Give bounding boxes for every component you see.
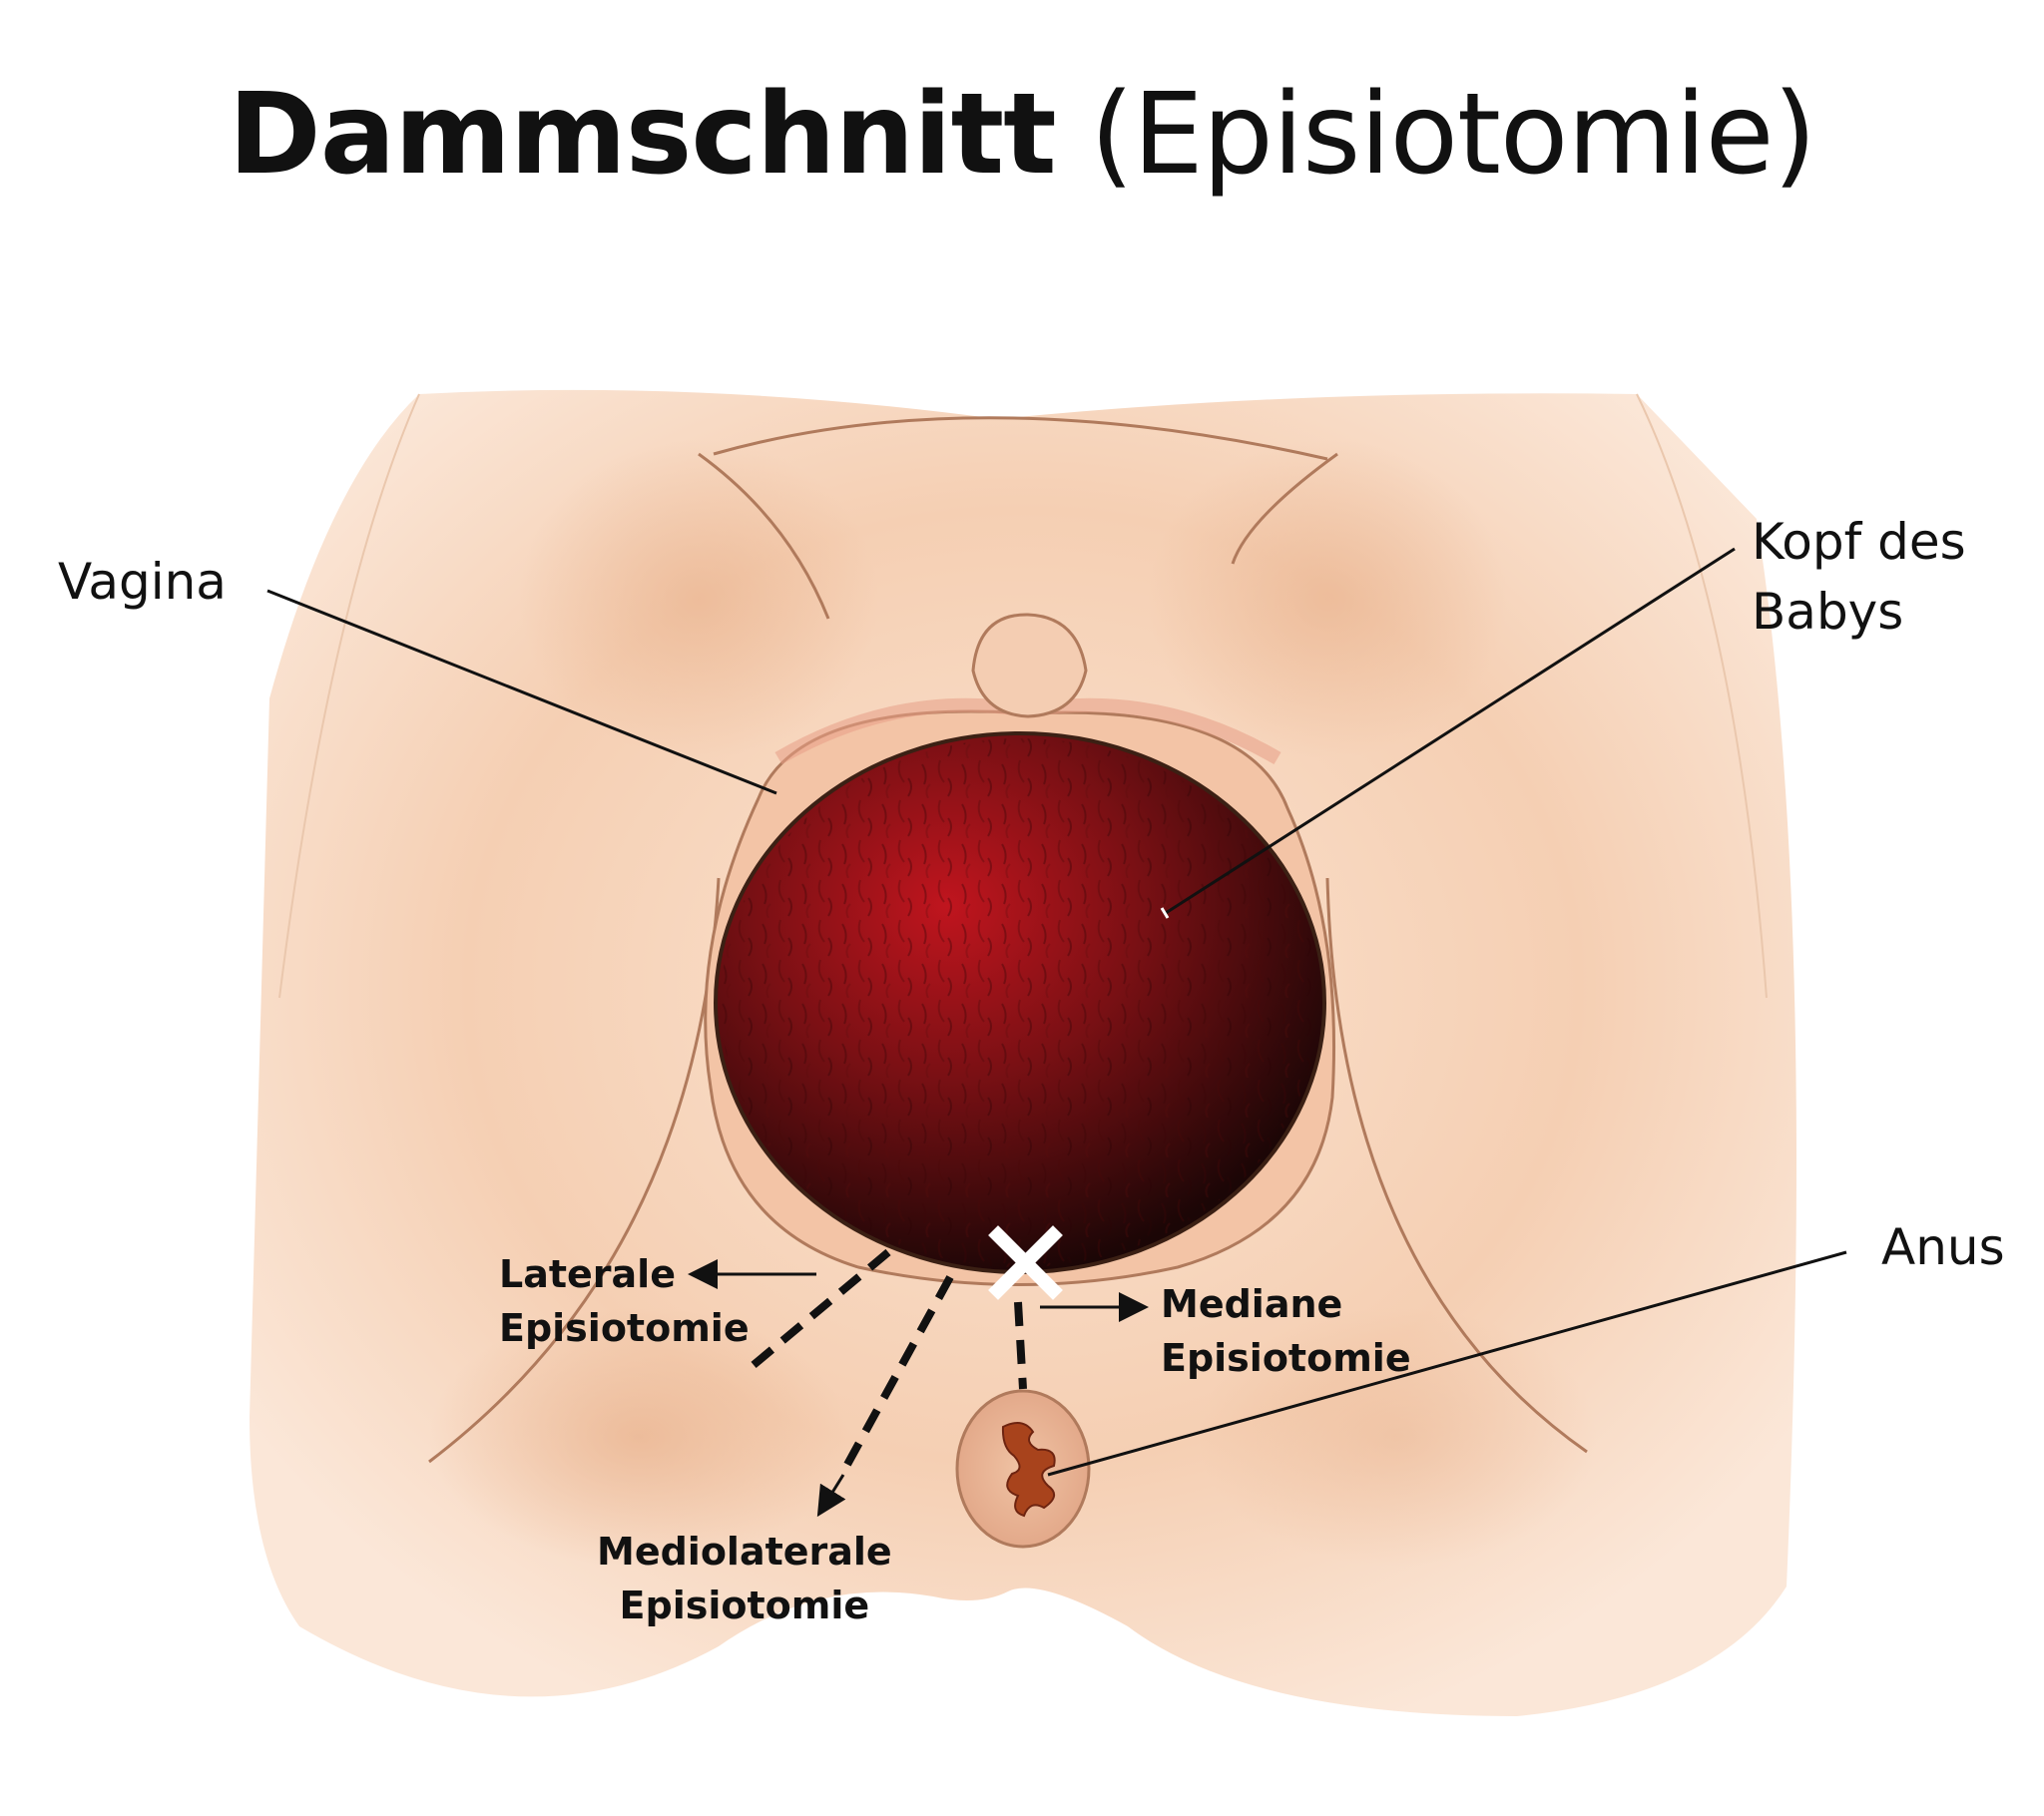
- incision-start-x-marker: [988, 1225, 1063, 1300]
- lateral-episiotomy-label: Laterale Episiotomie: [499, 1247, 750, 1355]
- lateral-label-line2: Episiotomie: [499, 1306, 750, 1350]
- median-label-line2: Episiotomie: [1161, 1336, 1411, 1380]
- anus-leader-line: [1047, 1250, 1847, 1477]
- median-label-line1: Mediane: [1161, 1282, 1343, 1326]
- baby-head-label-line1: Kopf des: [1752, 513, 1966, 571]
- baby-head-label-line2: Babys: [1752, 583, 1904, 641]
- lateral-label-line1: Laterale: [499, 1252, 676, 1296]
- vagina-leader-line: [266, 589, 777, 795]
- mediolateral-arrow: [816, 1474, 846, 1518]
- mediolateral-episiotomy-label: Mediolaterale Episiotomie: [597, 1525, 892, 1632]
- page-title: Dammschnitt (Episiotomie): [0, 70, 2044, 200]
- mediolateral-label-line2: Episiotomie: [619, 1584, 870, 1627]
- clitoral-hood: [971, 613, 1088, 718]
- title-main: Dammschnitt: [228, 70, 1057, 200]
- kopf-leader-line: [1165, 547, 1736, 915]
- anus-illustration: [955, 1389, 1091, 1549]
- median-episiotomy-label: Mediane Episiotomie: [1161, 1277, 1411, 1385]
- mediolateral-label-line1: Mediolaterale: [597, 1530, 892, 1574]
- lateral-incision-line: [751, 1248, 891, 1369]
- median-incision-line: [1014, 1301, 1027, 1390]
- vagina-label: Vagina: [58, 553, 227, 611]
- title-sub: (Episiotomie): [1090, 70, 1816, 200]
- anus-label: Anus: [1881, 1218, 2005, 1276]
- baby-head: [714, 731, 1326, 1274]
- baby-head-label: Kopf des Babys: [1752, 507, 1966, 647]
